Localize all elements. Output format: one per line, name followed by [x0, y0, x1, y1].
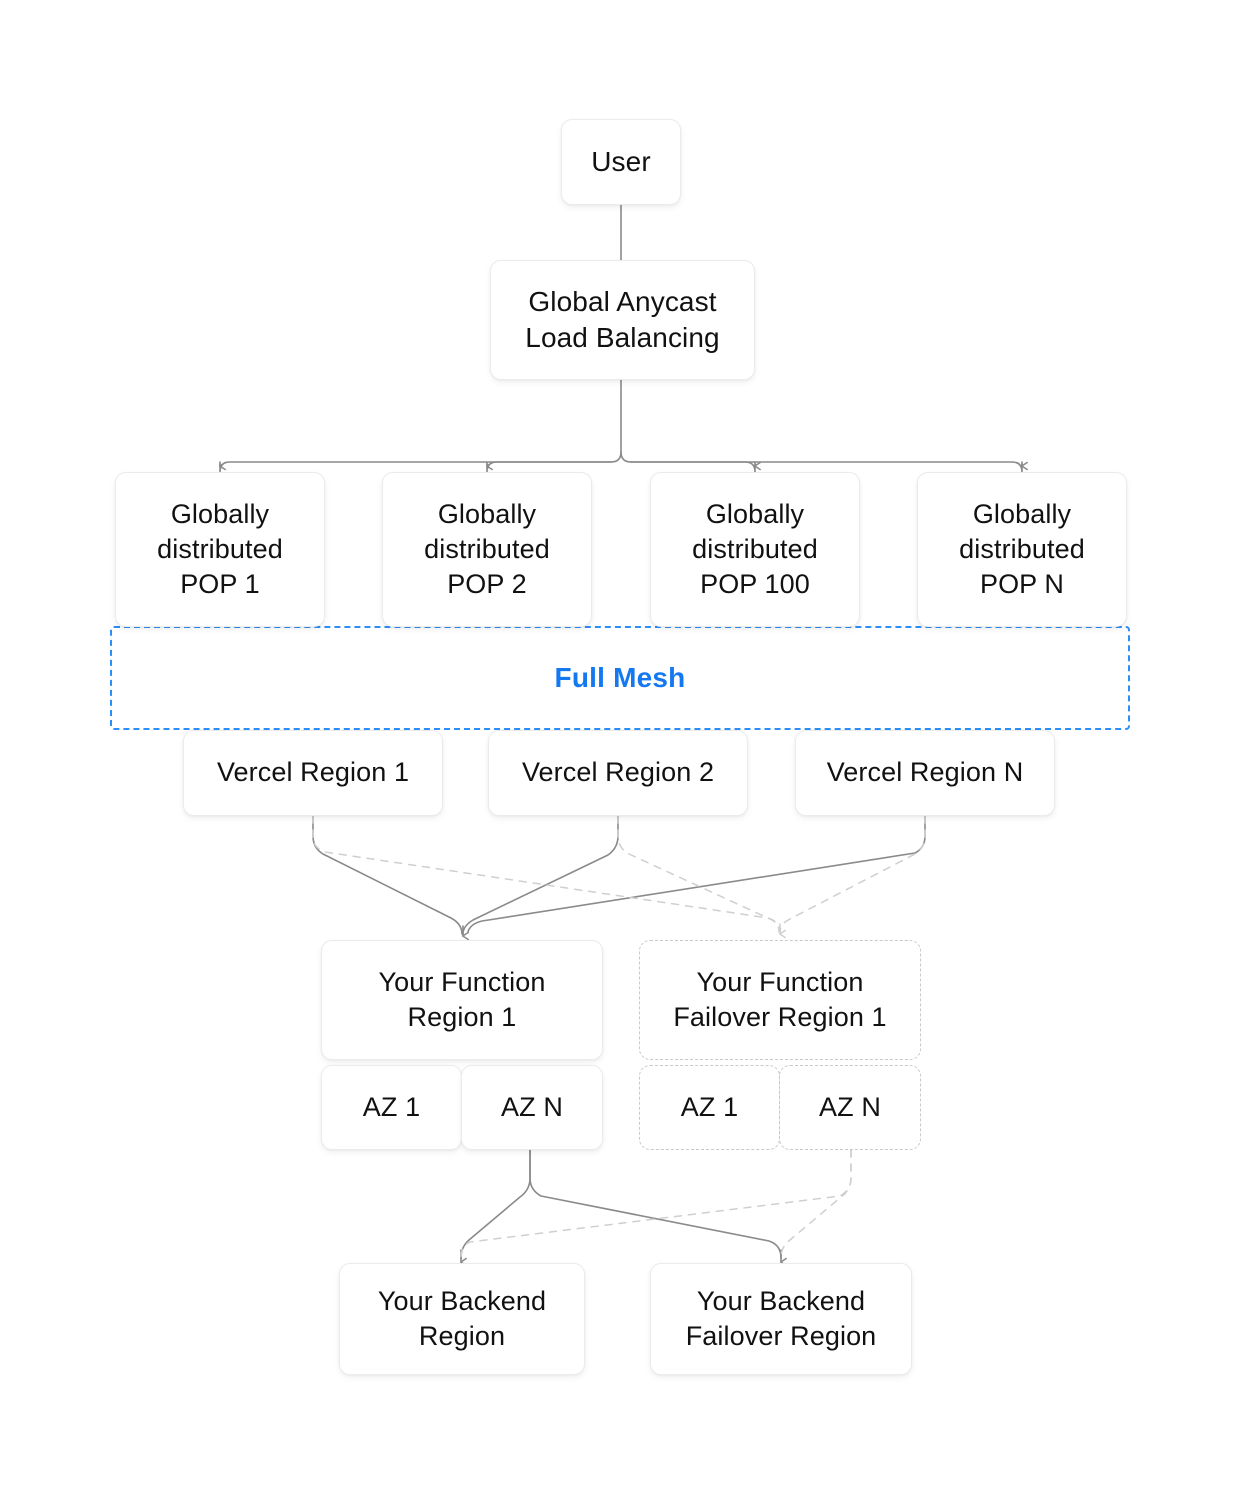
node-vercel-region-n[interactable]: Vercel Region N — [795, 730, 1055, 816]
node-pop-2-label: Globally distributed POP 2 — [424, 498, 550, 600]
node-user[interactable]: User — [561, 119, 681, 205]
node-pop-1-label: Globally distributed POP 1 — [157, 498, 283, 600]
edge-bus-to-pop1 — [219, 461, 612, 473]
full-mesh-region: Full Mesh — [110, 626, 1130, 730]
edge-failover-azn-to-backend — [460, 1149, 852, 1258]
node-az-n-failover[interactable]: AZ N — [779, 1065, 921, 1150]
edge-loadbalancer-to-bus-right — [620, 451, 632, 463]
node-function-region-label: Your Function Region 1 — [378, 966, 546, 1032]
node-vercel-region-2-label: Vercel Region 2 — [521, 757, 715, 788]
edge-azn-to-backend — [460, 1149, 531, 1259]
node-your-function-region-1[interactable]: Your Function Region 1 — [321, 940, 603, 1060]
edge-bus-to-pop2 — [486, 461, 612, 473]
node-vercel-region-1-label: Vercel Region 1 — [216, 757, 410, 788]
node-az-n-primary[interactable]: AZ N — [461, 1065, 603, 1150]
edge-azn-to-backend-failover — [529, 1149, 782, 1259]
node-backend-failover-region-label: Your Backend Failover Region — [685, 1285, 877, 1351]
node-pop-n[interactable]: Globally distributed POP N — [917, 472, 1127, 627]
node-global-anycast-load-balancing[interactable]: Global Anycast Load Balancing — [490, 260, 755, 380]
node-backend-region-label: Your Backend Region — [377, 1285, 547, 1351]
node-pop-100[interactable]: Globally distributed POP 100 — [650, 472, 860, 627]
node-your-function-failover-region-1[interactable]: Your Function Failover Region 1 — [639, 940, 921, 1060]
edge-bus-to-pop4 — [630, 461, 1023, 473]
node-vercel-region-n-label: Vercel Region N — [826, 757, 1024, 788]
edge-vr1-to-fn1 — [312, 815, 463, 935]
node-az-1-failover[interactable]: AZ 1 — [639, 1065, 780, 1150]
node-your-backend-failover-region[interactable]: Your Backend Failover Region — [650, 1263, 912, 1375]
node-your-backend-region[interactable]: Your Backend Region — [339, 1263, 585, 1375]
edge-bus-to-pop3 — [630, 461, 756, 473]
node-load-balancer-label: Global Anycast Load Balancing — [525, 285, 720, 353]
edge-vr1-to-fn-failover — [312, 815, 780, 933]
full-mesh-label: Full Mesh — [554, 662, 686, 693]
node-az-n-failover-label: AZ N — [819, 1091, 881, 1122]
node-az-n-primary-label: AZ N — [501, 1091, 563, 1122]
node-az-1-primary[interactable]: AZ 1 — [321, 1065, 462, 1150]
edge-vrn-to-fn-failover — [779, 815, 926, 933]
edge-vr2-to-fn-failover — [617, 815, 781, 933]
node-vercel-region-1[interactable]: Vercel Region 1 — [183, 730, 443, 816]
node-az-1-primary-label: AZ 1 — [362, 1091, 421, 1122]
node-pop-1[interactable]: Globally distributed POP 1 — [115, 472, 325, 627]
edge-loadbalancer-to-bus-left — [610, 379, 622, 463]
node-az-1-failover-label: AZ 1 — [680, 1091, 739, 1122]
node-pop-n-label: Globally distributed POP N — [959, 498, 1085, 600]
node-user-label: User — [591, 145, 651, 177]
edge-failover-azn-to-backend-failover — [780, 1149, 852, 1258]
node-pop-100-label: Globally distributed POP 100 — [692, 498, 818, 600]
edge-vrn-to-fn1 — [467, 815, 926, 933]
node-function-failover-region-label: Your Function Failover Region 1 — [673, 966, 887, 1032]
node-vercel-region-2[interactable]: Vercel Region 2 — [488, 730, 748, 816]
node-pop-2[interactable]: Globally distributed POP 2 — [382, 472, 592, 627]
edge-vr2-to-fn1 — [462, 815, 619, 935]
